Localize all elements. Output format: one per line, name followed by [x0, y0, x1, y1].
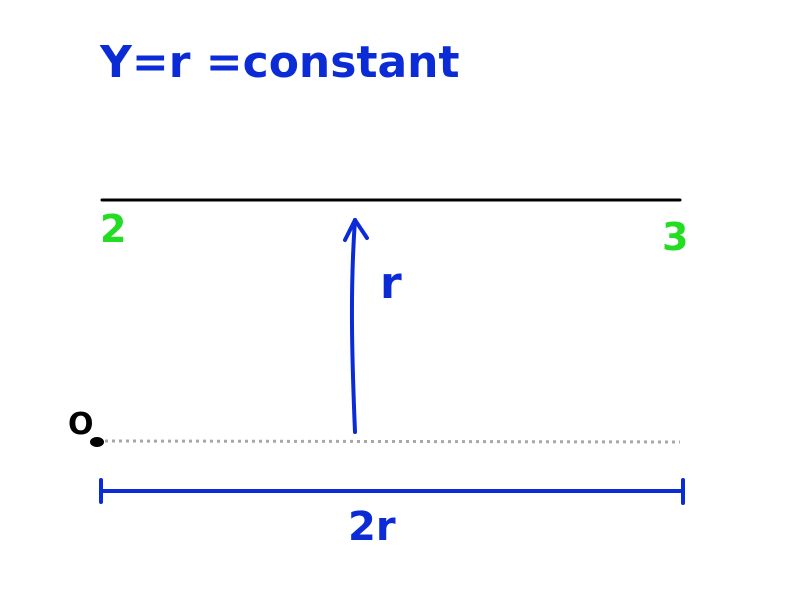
width-label: 2r: [348, 504, 396, 550]
radius-arrow-head: [343, 218, 369, 242]
title-equation: Y=r =constant: [99, 37, 460, 88]
origin-point: [90, 437, 104, 447]
point-2-label: 2: [100, 207, 126, 251]
point-3-label: 3: [662, 215, 688, 259]
radius-arrow-shaft: [349, 218, 357, 434]
origin-label: O: [68, 407, 94, 442]
dotted-axis-line: [104, 439, 681, 444]
radius-label: r: [380, 258, 402, 309]
